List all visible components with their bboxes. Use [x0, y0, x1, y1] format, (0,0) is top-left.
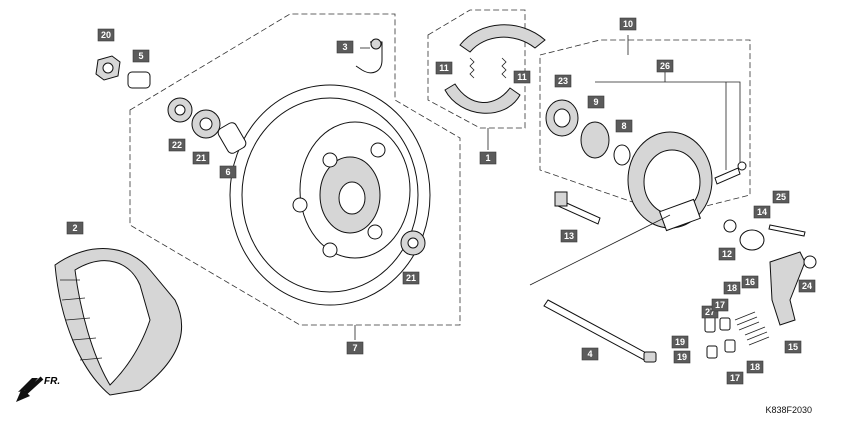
svg-text:20: 20 [101, 30, 111, 40]
svg-text:19: 19 [675, 337, 685, 347]
front-direction-arrow: FR. [16, 376, 60, 402]
hub-group-outline [539, 39, 751, 216]
springs-lower [734, 311, 770, 346]
leader-lines [354, 35, 741, 340]
callout-13: 13 [560, 229, 578, 243]
callout-1: 1 [479, 151, 497, 165]
svg-text:14: 14 [757, 207, 767, 217]
tire [54, 248, 183, 396]
callout-9: 9 [587, 95, 605, 109]
gear-assembly [580, 121, 610, 159]
adjuster-pins [704, 311, 736, 359]
svg-text:10: 10 [623, 19, 633, 29]
wheel-rim [229, 84, 431, 306]
callout-18: 18 [723, 281, 741, 295]
svg-text:18: 18 [727, 283, 737, 293]
svg-text:7: 7 [352, 343, 357, 353]
spacer [217, 122, 247, 154]
small-washer [723, 219, 737, 233]
callout-3: 3 [336, 40, 354, 54]
svg-text:15: 15 [788, 342, 798, 352]
stud-bolts [714, 161, 747, 185]
shoe-springs [469, 57, 507, 79]
callout-17: 17 [726, 371, 744, 385]
svg-text:2: 2 [72, 223, 77, 233]
svg-text:4: 4 [587, 349, 592, 359]
brake-arm [769, 251, 806, 326]
bolt-hub [554, 191, 601, 225]
svg-text:19: 19 [677, 352, 687, 362]
svg-text:8: 8 [621, 121, 626, 131]
svg-text:13: 13 [564, 231, 574, 241]
svg-text:17: 17 [715, 300, 725, 310]
svg-text:24: 24 [802, 281, 812, 291]
nut-right [803, 255, 817, 269]
callout-18: 18 [746, 360, 764, 374]
oil-seal [545, 99, 579, 137]
svg-text:11: 11 [517, 72, 527, 82]
hub-nut [95, 55, 121, 81]
brake-shoe-lower [444, 83, 521, 114]
svg-text:16: 16 [745, 277, 755, 287]
svg-text:23: 23 [558, 76, 568, 86]
svg-text:18: 18 [750, 362, 760, 372]
brake-shoe-group-outline [427, 9, 526, 129]
callout-8: 8 [615, 119, 633, 133]
svg-text:3: 3 [342, 42, 347, 52]
bearing-lower [400, 230, 426, 256]
bearing-right [191, 109, 221, 139]
callout-20: 20 [97, 28, 115, 42]
svg-text:21: 21 [406, 273, 416, 283]
return-spring [739, 229, 765, 251]
callout-15: 15 [784, 340, 802, 354]
distance-collar [127, 71, 151, 89]
callout-21: 21 [192, 151, 210, 165]
direction-label: FR. [44, 376, 60, 387]
callout-10: 10 [619, 17, 637, 31]
callout-2: 2 [66, 221, 84, 235]
svg-text:17: 17 [730, 373, 740, 383]
callout-22: 22 [168, 138, 186, 152]
svg-text:26: 26 [660, 61, 670, 71]
callout-16: 16 [741, 275, 759, 289]
callout-23: 23 [554, 74, 572, 88]
brake-arm-bolt [768, 224, 806, 237]
callout-6: 6 [219, 165, 237, 179]
svg-text:12: 12 [722, 249, 732, 259]
svg-text:5: 5 [138, 51, 143, 61]
reference-code: K838F2030 [765, 405, 812, 415]
svg-text:21: 21 [196, 153, 206, 163]
callout-14: 14 [753, 205, 771, 219]
callout-21: 21 [402, 271, 420, 285]
svg-text:1: 1 [485, 153, 490, 163]
svg-text:6: 6 [225, 167, 230, 177]
callout-7: 7 [346, 341, 364, 355]
callout-17: 17 [711, 298, 729, 312]
bearing-left [167, 97, 193, 123]
svg-text:9: 9 [593, 97, 598, 107]
svg-text:27: 27 [705, 307, 715, 317]
svg-text:11: 11 [439, 63, 449, 73]
svg-text:22: 22 [172, 140, 182, 150]
washer [613, 144, 631, 166]
brake-shoe-upper [459, 24, 546, 53]
callout-11: 11 [435, 61, 453, 75]
callout-19: 19 [671, 335, 689, 349]
callout-26: 26 [656, 59, 674, 73]
axle [543, 299, 657, 363]
svg-text:25: 25 [776, 192, 786, 202]
callout-19: 19 [673, 350, 691, 364]
callout-24: 24 [798, 279, 816, 293]
brake-panel [627, 131, 713, 232]
callout-12: 12 [718, 247, 736, 261]
callout-25: 25 [772, 190, 790, 204]
wheel-group-outline [129, 13, 461, 326]
callout-5: 5 [132, 49, 150, 63]
callout-4: 4 [581, 347, 599, 361]
valve-stem [355, 38, 383, 74]
callout-11: 11 [513, 70, 531, 84]
